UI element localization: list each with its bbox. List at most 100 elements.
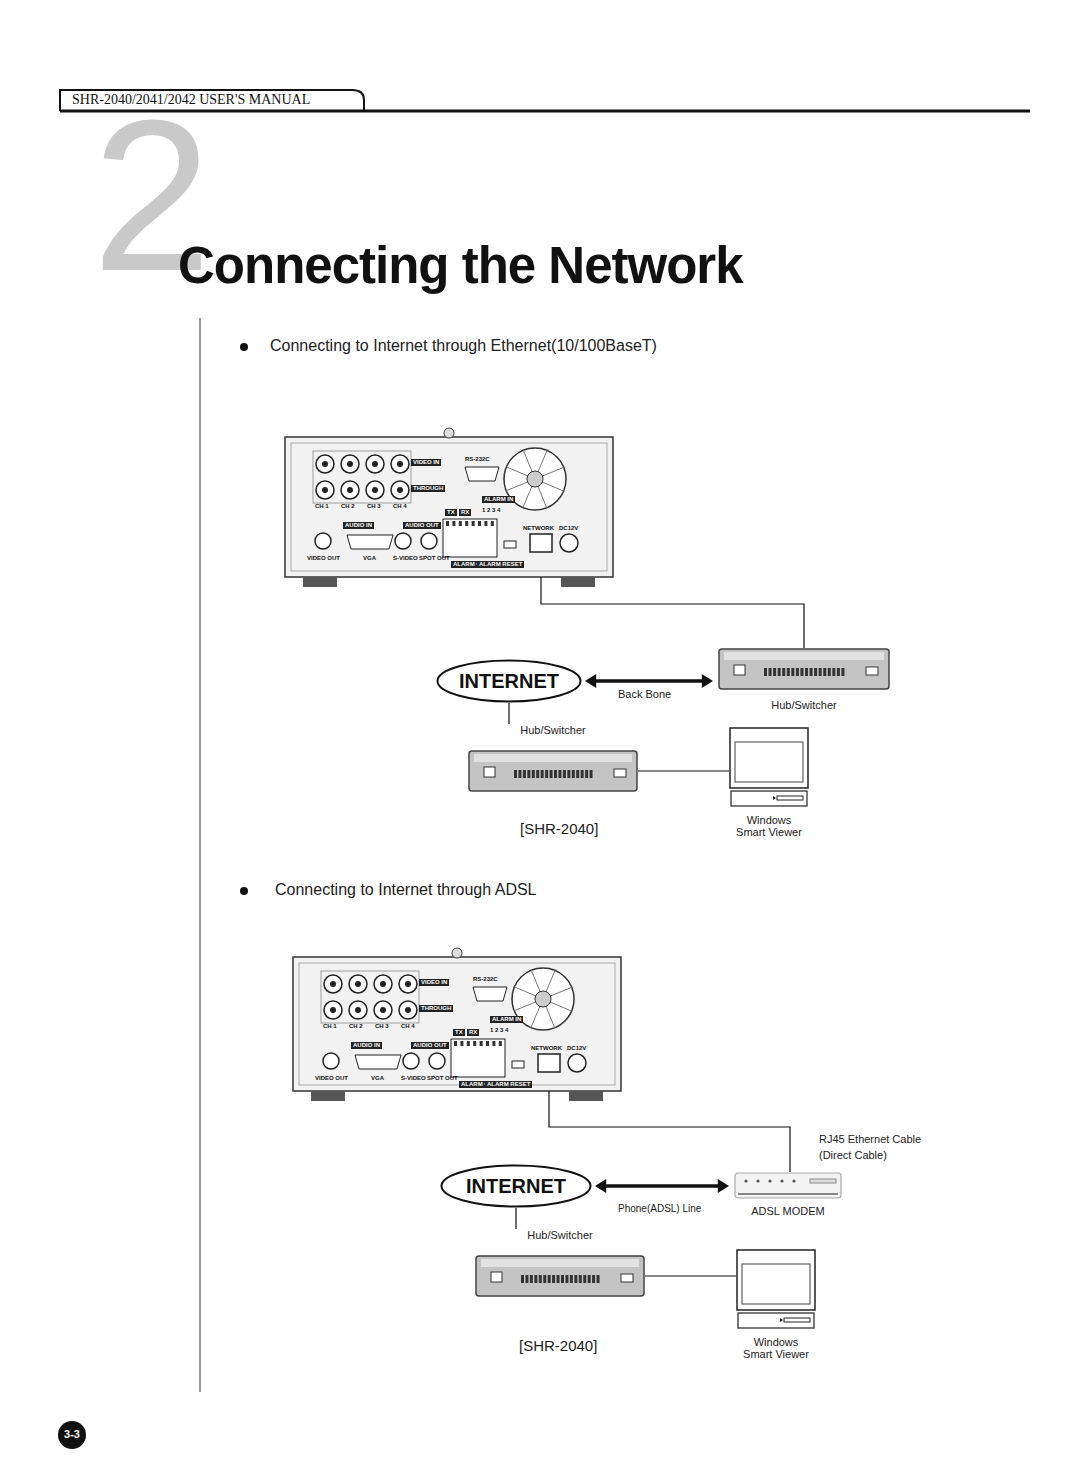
panel-label: CH 4 bbox=[401, 1023, 415, 1030]
bnc-pin bbox=[397, 487, 403, 493]
arrowhead bbox=[718, 1179, 729, 1193]
screw bbox=[452, 948, 462, 958]
panel-label: THROUGH bbox=[411, 485, 445, 492]
node-caption: Hub/Switcher bbox=[520, 724, 585, 736]
fan-spoke bbox=[531, 970, 554, 1027]
device-label: Hub/Switcher bbox=[771, 699, 836, 711]
bnc-connector bbox=[341, 481, 359, 499]
hub-port bbox=[536, 770, 539, 778]
bnc-connector bbox=[366, 455, 384, 473]
hub-port bbox=[841, 668, 844, 676]
bnc-connector bbox=[374, 975, 392, 993]
modem-body bbox=[735, 1173, 841, 1198]
connector-line bbox=[638, 770, 729, 771]
modem-drawing bbox=[734, 1172, 842, 1199]
modem-led bbox=[792, 1179, 795, 1182]
bnc-connector bbox=[366, 481, 384, 499]
hub-port bbox=[814, 668, 817, 676]
hub-icon bbox=[475, 1255, 645, 1297]
dvr-rear-panel bbox=[293, 948, 621, 1101]
hub-uplink bbox=[621, 1274, 633, 1282]
hub-port bbox=[539, 1275, 542, 1283]
fan-spoke bbox=[523, 450, 546, 507]
dvr-rear-panel bbox=[285, 428, 613, 587]
panel-label: VIDEO IN bbox=[419, 979, 449, 986]
hub-port bbox=[545, 770, 548, 778]
hub-port bbox=[572, 770, 575, 778]
dc-jack bbox=[560, 534, 578, 552]
bnc-pin bbox=[405, 1007, 411, 1013]
caption-text: SHR-2040/2041/2042 USER'S MANUAL bbox=[72, 92, 310, 108]
connector-label: RJ45 Ethernet Cable (Direct Cable) bbox=[817, 1131, 933, 1163]
hub-port bbox=[828, 668, 831, 676]
cable-line bbox=[509, 703, 510, 724]
margin-rule bbox=[200, 318, 201, 1392]
panel-body bbox=[293, 957, 621, 1091]
panel-label: VIDEO OUT bbox=[315, 1075, 348, 1082]
hub-led bbox=[491, 1272, 502, 1282]
panel-label: DC12V bbox=[559, 525, 578, 532]
page-number-disc bbox=[58, 1421, 86, 1449]
bullet bbox=[240, 887, 248, 895]
hub-port bbox=[532, 770, 535, 778]
foot bbox=[311, 1091, 345, 1101]
ellipse-shape bbox=[438, 661, 581, 702]
hub-body bbox=[719, 649, 889, 689]
hub-port bbox=[583, 1275, 586, 1283]
arrowhead bbox=[585, 674, 596, 688]
caption-text: [SHR-2040] bbox=[519, 1337, 597, 1354]
connector-line bbox=[549, 1091, 790, 1172]
node-caption: Windows Smart Viewer bbox=[740, 1336, 812, 1360]
panel-label: AUDIO IN bbox=[343, 522, 374, 529]
terminal-screw bbox=[459, 521, 462, 526]
hub-device: Hub/Switcher bbox=[468, 724, 638, 792]
hub-body bbox=[476, 1256, 644, 1296]
bnc-pin bbox=[347, 487, 353, 493]
panel-label: CH 3 bbox=[375, 1023, 389, 1030]
hub-drawing bbox=[718, 648, 890, 690]
hub-uplink bbox=[866, 667, 878, 675]
terminal-screw bbox=[484, 521, 487, 526]
bnc-pin bbox=[372, 487, 378, 493]
bnc-pin bbox=[330, 1007, 336, 1013]
caption-text: [SHR-2040] bbox=[520, 820, 598, 837]
modem-led bbox=[744, 1179, 747, 1182]
dc-jack bbox=[568, 1054, 586, 1072]
internet-ellipse: INTERNET bbox=[440, 1164, 592, 1208]
terminal-screw bbox=[446, 521, 449, 526]
panel-label: S-VIDEO bbox=[401, 1075, 426, 1082]
hub-port bbox=[552, 1275, 555, 1283]
panel-label: CH 1 bbox=[323, 1023, 337, 1030]
drive-mark bbox=[773, 796, 776, 800]
hub-port bbox=[796, 668, 799, 676]
arrowhead bbox=[702, 674, 713, 688]
hub-port bbox=[521, 1275, 524, 1283]
panel-label: ALARM IN bbox=[490, 1016, 523, 1023]
network-jack bbox=[530, 534, 552, 552]
panel-label: RS-232C bbox=[465, 456, 490, 463]
panel-label: AUDIO OUT bbox=[411, 1042, 449, 1049]
device-label: Hub/Switcher bbox=[527, 1229, 592, 1241]
fan-spoke bbox=[514, 987, 571, 1010]
device-label: Windows Smart Viewer bbox=[740, 1336, 812, 1360]
hub-port bbox=[581, 770, 584, 778]
hub-port bbox=[561, 1275, 564, 1283]
panel-label: DC12V bbox=[567, 1045, 586, 1052]
bnc-pin bbox=[355, 981, 361, 987]
bnc-connector bbox=[374, 1001, 392, 1019]
bnc-pin bbox=[380, 981, 386, 987]
panel-label: AUDIO IN bbox=[351, 1042, 382, 1049]
device-label: Hub/Switcher bbox=[520, 724, 585, 736]
hub-port bbox=[554, 770, 557, 778]
bnc-pin bbox=[355, 1007, 361, 1013]
bnc-connector bbox=[349, 975, 367, 993]
fan-spoke bbox=[523, 450, 547, 507]
hub-port bbox=[782, 668, 785, 676]
panel-label: SPOT OUT bbox=[419, 555, 450, 562]
drive-mark bbox=[780, 1318, 783, 1322]
pc-icon bbox=[736, 1249, 816, 1329]
panel-label: CH 4 bbox=[393, 503, 407, 510]
hub-port bbox=[778, 668, 781, 676]
hub-port bbox=[563, 770, 566, 778]
hub-device: Hub/Switcher bbox=[718, 648, 890, 711]
